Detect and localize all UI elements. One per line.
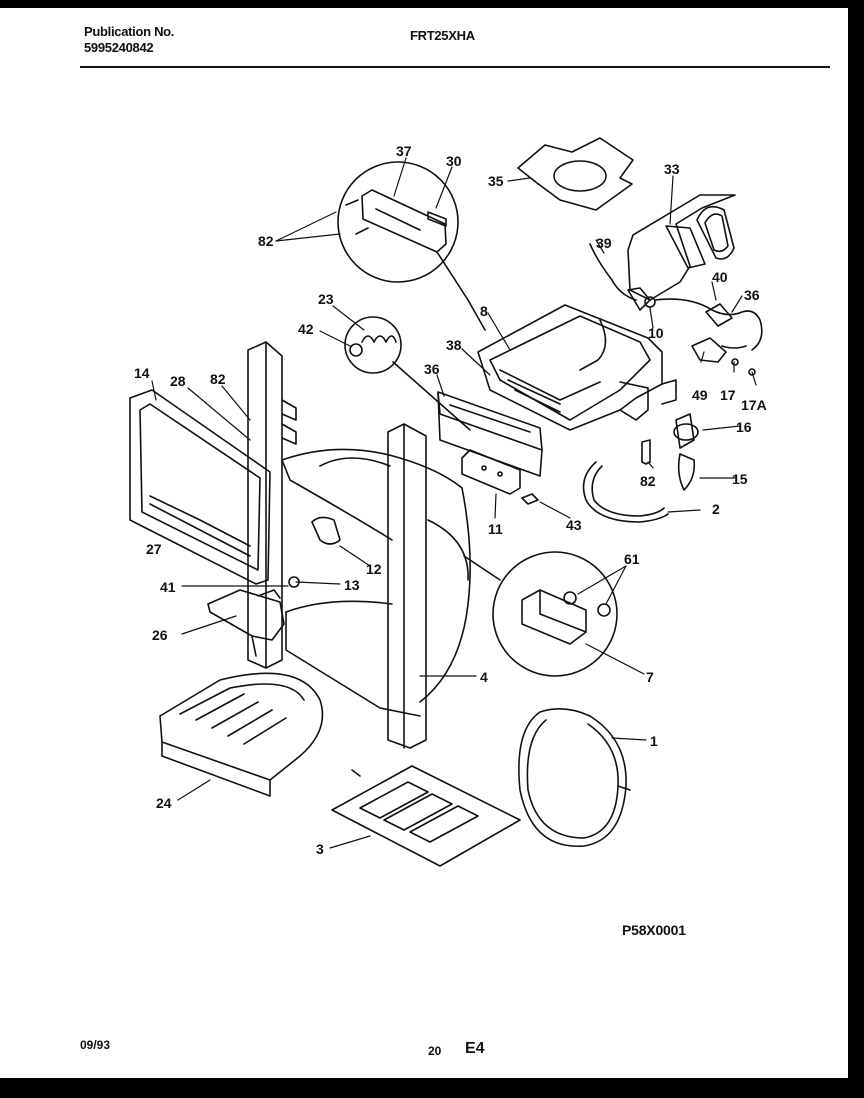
callout-26: 28 (170, 373, 186, 389)
parts-wiring-cluster (589, 243, 763, 376)
callout-7: 7 (646, 669, 654, 685)
callout-11: 11 (488, 521, 503, 537)
part-1-tube (518, 708, 631, 847)
part-82-screw-right (641, 439, 651, 465)
part-26-column (247, 341, 297, 669)
part-30-bracket (627, 194, 736, 301)
callout-43: 43 (566, 517, 582, 533)
part-11-bracket (461, 449, 521, 495)
callout-37: 37 (396, 143, 412, 159)
footer-date: 09/93 (80, 1038, 111, 1052)
part-14-panel (129, 389, 271, 585)
callout-35: 36 (744, 287, 760, 303)
callout-41: 41 (160, 579, 176, 595)
callout-82-mid: 82 (210, 371, 226, 387)
callout-39: 39 (596, 235, 612, 251)
callout-15: 15 (732, 471, 748, 487)
part-12-clip (311, 516, 341, 545)
publication-number: 5995240842 (84, 40, 154, 55)
callout-40: 40 (712, 269, 728, 285)
callout-61: 61 (624, 551, 640, 567)
callout-16: 16 (736, 419, 752, 435)
part-43-screw (521, 493, 539, 505)
part-36-plate (437, 391, 543, 477)
callout-23: 24 (156, 795, 172, 811)
callout-10: 10 (648, 325, 664, 341)
callout-30: 33 (664, 161, 680, 177)
part-15-bulb (677, 453, 696, 491)
footer-page-number: 20 (428, 1044, 442, 1058)
drawing-code: P58X0001 (622, 922, 686, 938)
callout-38: 38 (446, 337, 462, 353)
footer-section: E4 (465, 1040, 485, 1057)
callout-12: 12 (366, 561, 382, 577)
callout-27: 30 (446, 153, 462, 169)
callout-33: 35 (488, 173, 504, 189)
header-rule (80, 66, 830, 68)
callout-8: 8 (480, 303, 488, 319)
callout-82-right: 82 (640, 473, 656, 489)
callout-17a: 17A (741, 397, 767, 413)
part-4-front-post (387, 423, 427, 749)
part-3-heater (331, 765, 521, 867)
detail-circle-bracket (337, 161, 486, 331)
callout-3: 3 (316, 841, 324, 857)
detail-circle-switch (463, 551, 618, 677)
part-33-top-plate (517, 137, 634, 211)
part-4-liner (281, 448, 471, 717)
model-number: FRT25XHA (410, 28, 475, 43)
publication-label: Publication No. (84, 24, 175, 39)
callout-49: 49 (692, 387, 708, 403)
callout-18: 23 (318, 291, 334, 307)
callout-4: 4 (480, 669, 488, 685)
part-24-paddle (207, 589, 285, 657)
part-23-tray (159, 672, 324, 797)
scan-border-right (848, 0, 864, 1098)
callout-2: 2 (712, 501, 720, 517)
scan-border-top (0, 0, 864, 8)
callout-42: 42 (298, 321, 314, 337)
callout-36: 36 (424, 361, 440, 377)
callout-82-left: 82 (258, 233, 274, 249)
callout-14: 14 (134, 365, 150, 381)
callout-24: 26 (152, 627, 168, 643)
callout-13: 13 (344, 577, 360, 593)
part-2-harness (582, 461, 669, 523)
callout-17: 17 (720, 387, 736, 403)
scan-border-bottom (0, 1078, 864, 1098)
part-16-lampholder (673, 413, 699, 449)
part-8-housing (477, 304, 677, 431)
detail-circle-spring (344, 316, 471, 431)
callout-1: 1 (650, 733, 658, 749)
callout-28: 27 (146, 541, 162, 557)
